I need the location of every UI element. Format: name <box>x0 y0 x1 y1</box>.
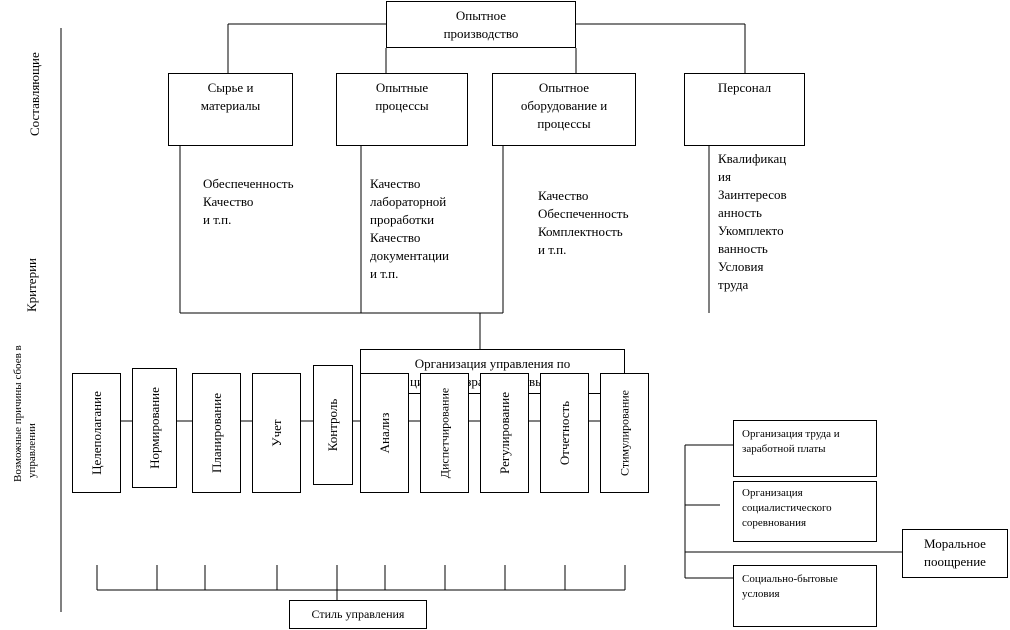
function-box-dispatching: Диспетчирование <box>420 373 469 493</box>
function-label: Учет <box>268 419 284 447</box>
function-label: Планирование <box>208 393 224 473</box>
labor-wages-box: Организация труда и заработной платы <box>733 420 877 477</box>
function-box-regulation: Регулирование <box>480 373 529 493</box>
function-label: Целеполагание <box>88 391 104 475</box>
criteria-materials: Обеспеченность Качество и т.п. <box>203 176 294 227</box>
function-box-analysis: Анализ <box>360 373 409 493</box>
management-style-box: Стиль управления <box>289 600 427 629</box>
function-box-reporting: Отчетность <box>540 373 589 493</box>
function-label: Анализ <box>376 412 392 454</box>
moral-encouragement-box: Моральное поощрение <box>902 529 1008 578</box>
function-label: Нормирование <box>146 387 162 469</box>
criteria-personnel: Квалификац ия Заинтересов анность Укомпл… <box>718 151 787 292</box>
criteria-row-label: Критерии <box>24 258 39 312</box>
function-box-control: Контроль <box>313 365 353 485</box>
component-box-materials: Сырье и материалы <box>168 73 293 146</box>
function-box-planning: Планирование <box>192 373 241 493</box>
experimental-production-box: Опытное производство <box>386 1 576 48</box>
criteria-processes: Качество лабораторной проработки Качеств… <box>370 176 450 281</box>
function-box-accounting: Учет <box>252 373 301 493</box>
function-box-standardization: Нормирование <box>132 368 177 488</box>
components-row-label: Составляющие <box>27 52 42 136</box>
function-label: Регулирование <box>496 392 512 474</box>
function-label: Диспетчирование <box>437 387 451 479</box>
function-label: Контроль <box>325 398 340 452</box>
component-box-personnel: Персонал <box>684 73 805 146</box>
criteria-equipment: Качество Обеспеченность Комплектность и … <box>538 188 629 257</box>
social-conditions-box: Социально-бытовые условия <box>733 565 877 627</box>
causes-row-label-1: Возможные причины сбоев в <box>12 345 24 482</box>
function-label: Отчетность <box>556 400 572 466</box>
causes-row-label-2: управлении <box>26 423 38 478</box>
function-label: Стимулирование <box>617 390 631 476</box>
component-box-processes: Опытные процессы <box>336 73 468 146</box>
component-box-equipment: Опытное оборудование и процессы <box>492 73 636 146</box>
function-box-incentives: Стимулирование <box>600 373 649 493</box>
function-box-goal-setting: Целеполагание <box>72 373 121 493</box>
socialist-competition-box: Организация социалистического соревнован… <box>733 481 877 542</box>
